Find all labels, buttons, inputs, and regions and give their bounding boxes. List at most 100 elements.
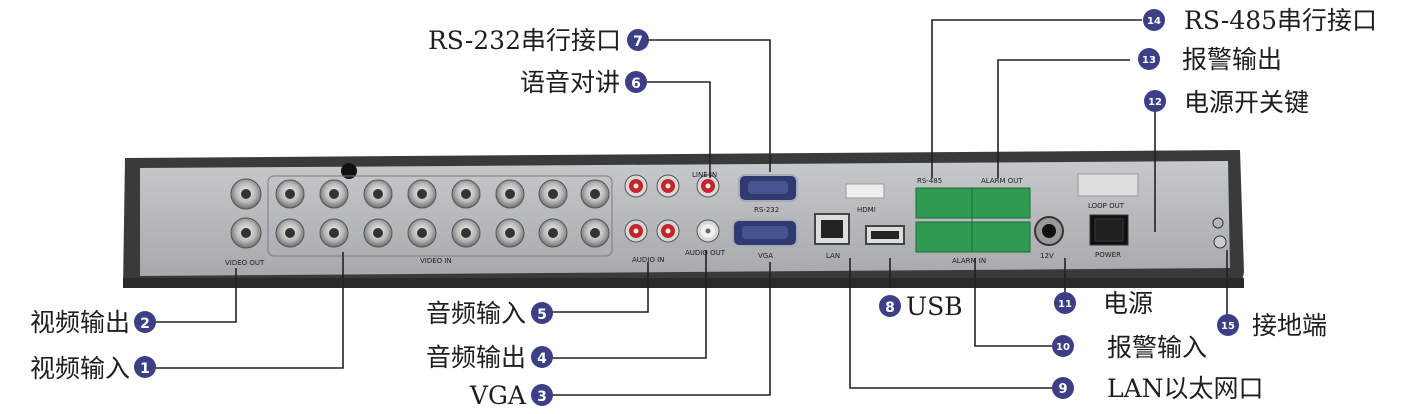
bnc-connector (580, 179, 610, 209)
video-out-label: VIDEO OUT (225, 259, 265, 267)
video-in-frame (267, 175, 613, 257)
callout-label-10: 报警输入 (1107, 333, 1207, 362)
callout-badge-10: 10 (1052, 335, 1074, 357)
callout-label-5: 音频输入 (426, 299, 526, 328)
callout-badge-6: 6 (625, 71, 647, 93)
callout-label-14: RS-485串行接口 (1184, 6, 1377, 35)
svg-text:8: 8 (885, 300, 895, 316)
rca-connector (656, 174, 680, 198)
bnc-connector (407, 179, 437, 209)
svg-text:9: 9 (1058, 382, 1067, 397)
ground-symbol-icon (1212, 217, 1224, 229)
callout-label-1: 视频输入 (30, 354, 130, 383)
svg-text:1: 1 (140, 361, 150, 377)
svg-text:12: 12 (1148, 97, 1162, 108)
callout-label-15: 接地端 (1252, 311, 1327, 340)
video-out-connectors: VIDEO OUT (225, 178, 265, 267)
callout-label-13: 报警输出 (1182, 45, 1282, 74)
power-section: 12V LOOP OUT POWER (1034, 173, 1227, 260)
rca-connector (624, 219, 648, 243)
bnc-connector (319, 218, 349, 248)
callout-badge-1: 1 (134, 356, 156, 378)
rs485-label: RS-485 (917, 177, 942, 185)
callout-badge-2: 2 (134, 311, 156, 333)
callout-badge-3: 3 (531, 384, 553, 406)
alarm-in-label: ALARM IN (952, 257, 986, 265)
callout-label-12: 电源开关键 (1184, 88, 1309, 117)
bnc-connector (363, 179, 393, 209)
video-in-label: VIDEO IN (420, 257, 452, 265)
svg-text:2: 2 (140, 316, 150, 332)
lan-label: LAN (826, 252, 840, 260)
usb-port (865, 225, 905, 245)
lan-port: LAN (814, 213, 850, 260)
audio-in-label: AUDIO IN (632, 256, 664, 264)
bnc-connector (275, 218, 305, 248)
callout-label-8: USB (906, 292, 963, 321)
callout-badge-14: 14 (1143, 9, 1165, 31)
rear-panel-face (140, 161, 1230, 276)
bnc-connector (275, 179, 305, 209)
callout-badge-4: 4 (531, 346, 553, 368)
loop-out-plate (1077, 173, 1139, 197)
bnc-connector (495, 179, 525, 209)
bnc-connector (451, 179, 481, 209)
hdmi-label: HDMI (857, 206, 876, 214)
line-in-rca (696, 174, 720, 198)
power-label: POWER (1095, 251, 1121, 259)
svg-text:6: 6 (631, 76, 641, 92)
callout-label-6: 语音对讲 (520, 68, 620, 97)
callout-badge-11: 11 (1054, 292, 1076, 314)
line-in-label: LINE IN (692, 171, 717, 179)
svg-text:5: 5 (537, 307, 547, 323)
svg-text:11: 11 (1058, 299, 1072, 310)
bnc-connector (451, 218, 481, 248)
svg-text:7: 7 (633, 34, 643, 50)
vga-label: VGA (758, 252, 773, 260)
callout-label-3: VGA (469, 381, 527, 410)
chassis-screw (341, 163, 357, 179)
chassis-base (123, 278, 1244, 288)
callout-badge-5: 5 (531, 302, 553, 324)
video-in-connectors: VIDEO IN (275, 179, 610, 265)
bnc-connector (538, 179, 568, 209)
bnc-connector (230, 217, 262, 249)
power-switch-icon (1089, 214, 1129, 246)
terminal-blocks: RS-485 ALARM OUT ALARM IN (915, 177, 1031, 265)
callout-label-11: 电源 (1103, 289, 1153, 318)
svg-text:4: 4 (537, 351, 547, 367)
callout-label-2: 视频输出 (30, 308, 130, 337)
callout-label-9: LAN以太网口 (1107, 374, 1264, 403)
rca-connector (624, 174, 648, 198)
dc-power-jack: 12V (1034, 216, 1064, 260)
bnc-connector (538, 218, 568, 248)
callout-badge-12: 12 (1144, 90, 1166, 112)
v12-label: 12V (1040, 252, 1054, 260)
svg-text:10: 10 (1056, 342, 1070, 353)
callout-badge-13: 13 (1138, 48, 1160, 70)
callout-badge-15: 15 (1217, 314, 1239, 336)
callout-label-7: RS-232串行接口 (428, 26, 621, 55)
audio-connectors: LINE IN AUDIO IN AUDIO OUT (624, 171, 726, 264)
svg-text:15: 15 (1221, 321, 1235, 332)
rca-connector (656, 219, 680, 243)
alarm-out-label: ALARM OUT (981, 177, 1023, 185)
loop-out-label: LOOP OUT (1088, 202, 1125, 210)
leader-lines (148, 19, 1228, 396)
callout-badge-8: 8 (879, 295, 901, 317)
audio-out-rca (696, 219, 720, 243)
ground-screw-icon (1213, 235, 1227, 249)
callout-badges: 1 2 3 4 5 6 7 8 9 10 11 12 13 14 15 (134, 9, 1239, 406)
hdmi-port: HDMI (845, 183, 885, 214)
rs232-port: RS-232 (738, 174, 798, 214)
svg-text:3: 3 (537, 389, 547, 405)
bnc-connector (407, 218, 437, 248)
callout-badge-9: 9 (1052, 377, 1074, 399)
callout-label-4: 音频输出 (426, 343, 526, 372)
svg-text:14: 14 (1147, 16, 1161, 27)
rs232-label: RS-232 (754, 206, 779, 214)
bnc-connector (495, 218, 525, 248)
bnc-connector (580, 218, 610, 248)
bnc-connector (319, 179, 349, 209)
